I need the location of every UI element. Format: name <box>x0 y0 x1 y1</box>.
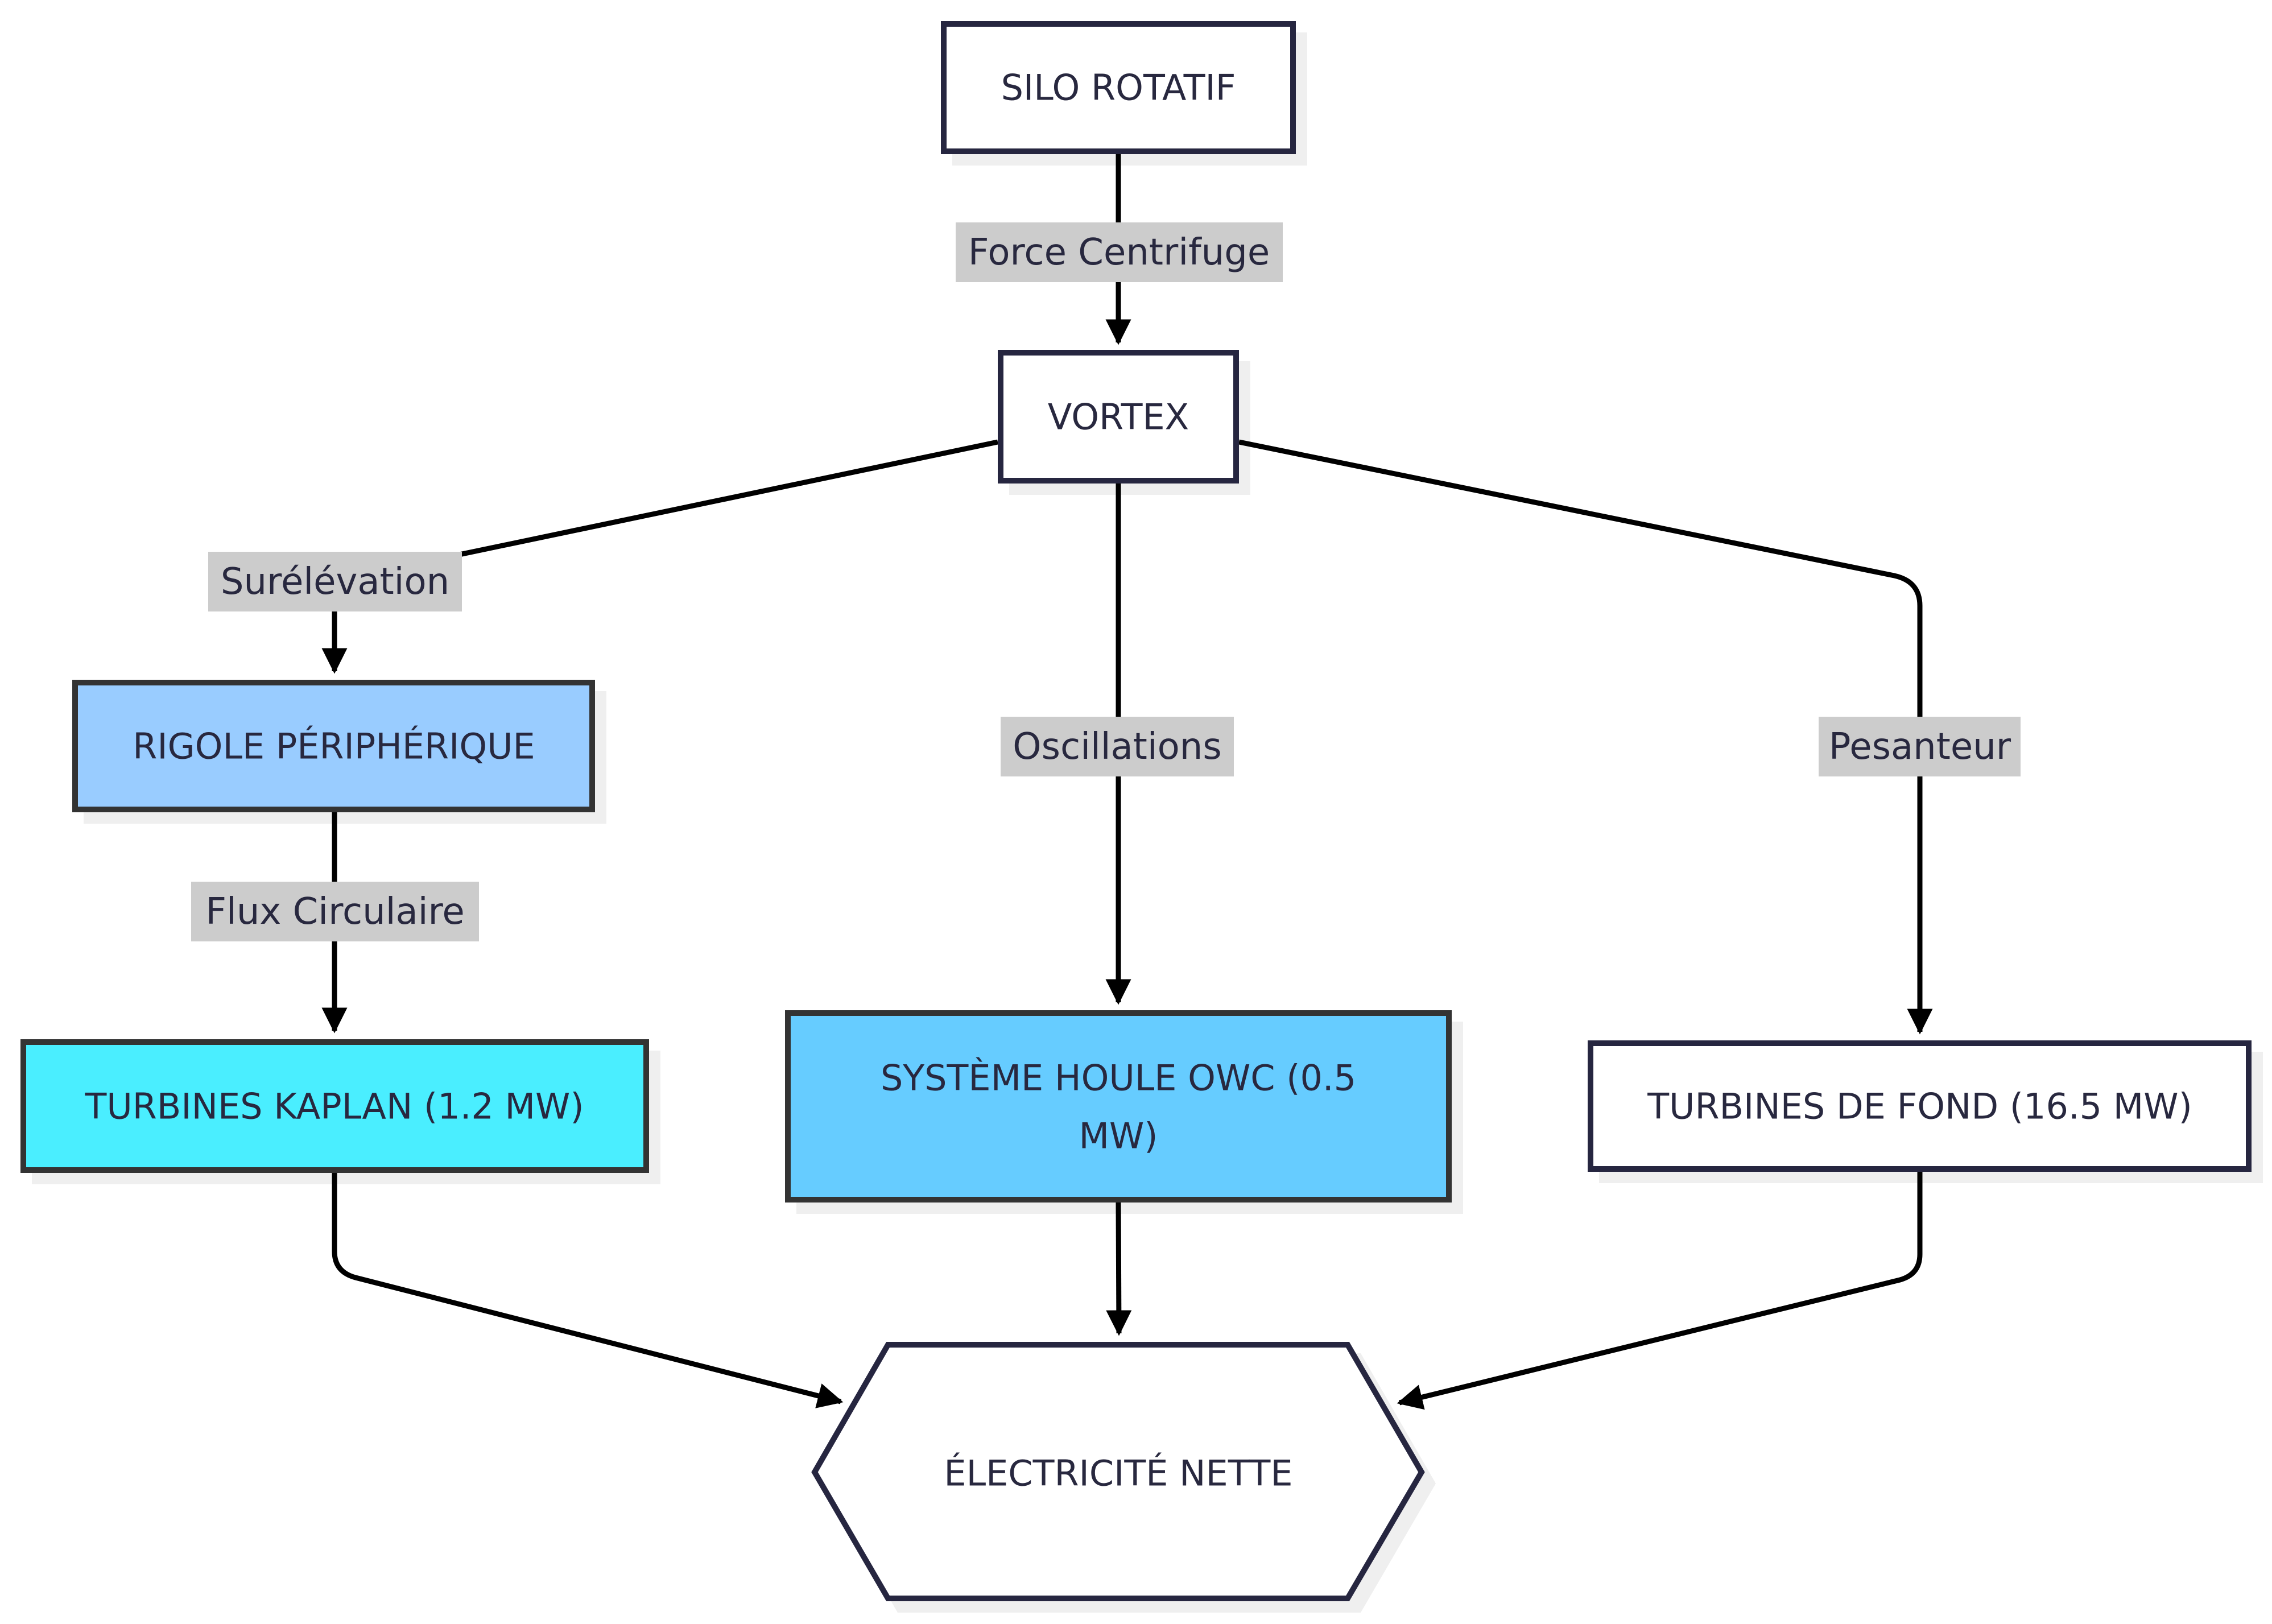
node-box <box>72 680 595 812</box>
node-box <box>785 1010 1452 1202</box>
edge-label-flux-circulaire: Flux Circulaire <box>191 882 479 941</box>
node-label: TURBINES DE FOND (16.5 MW) <box>1647 1086 2192 1127</box>
node-label: VORTEX <box>1048 396 1189 438</box>
edge-label-bg <box>208 552 462 611</box>
node-box <box>998 350 1239 484</box>
edge-labels: Force Centrifuge Surélévation Flux Circu… <box>191 222 2021 941</box>
edge-owc-elec[interactable] <box>1106 1202 1132 1336</box>
node-vortex[interactable]: VORTEX <box>998 350 1239 484</box>
node-electricite-nette[interactable]: ÉLECTRICITÉ NETTE <box>811 1342 1425 1601</box>
node-label-line-2: MW) <box>1079 1115 1158 1157</box>
node-label: RIGOLE PÉRIPHÉRIQUE <box>133 726 535 767</box>
edge-label-bg <box>956 222 1283 282</box>
node-label: TURBINES KAPLAN (1.2 MW) <box>84 1086 584 1127</box>
node-rigole-peripherique[interactable]: RIGOLE PÉRIPHÉRIQUE <box>72 680 595 812</box>
edge-label-bg <box>1001 717 1234 776</box>
edge-label-surelevation: Surélévation <box>208 552 462 611</box>
edge-label-oscillations: Oscillations <box>1001 717 1234 776</box>
edge-label-force-centrifuge: Force Centrifuge <box>956 222 1283 282</box>
node-turbines-kaplan[interactable]: TURBINES KAPLAN (1.2 MW) <box>20 1039 649 1173</box>
edge-kaplan-elec[interactable] <box>332 1173 844 1408</box>
edge-label-text: Pesanteur <box>1829 726 2011 768</box>
edge-label-text: Oscillations <box>1013 726 1221 768</box>
node-label-line-1: SYSTÈME HOULE OWC (0.5 <box>881 1057 1356 1099</box>
edge-vortex-fond[interactable] <box>1238 439 1933 1035</box>
node-turbines-de-fond[interactable]: TURBINES DE FOND (16.5 MW) <box>1588 1040 2252 1172</box>
node-hexagon <box>811 1342 1425 1601</box>
node-box <box>20 1039 649 1173</box>
edge-fond-elec[interactable] <box>1397 1172 1923 1410</box>
node-box <box>941 21 1296 154</box>
node-systeme-houle-owc[interactable]: SYSTÈME HOULE OWC (0.5 MW) <box>785 1010 1452 1202</box>
edge-label-bg <box>1819 717 2021 776</box>
edge-label-text: Force Centrifuge <box>968 232 1270 274</box>
edge-label-pesanteur: Pesanteur <box>1819 717 2021 776</box>
edge-label-bg <box>191 882 479 941</box>
node-label: SILO ROTATIF <box>1001 67 1236 109</box>
node-silo-rotatif[interactable]: SILO ROTATIF <box>941 21 1296 154</box>
edge-label-text: Flux Circulaire <box>205 891 465 933</box>
nodes: SILO ROTATIF VORTEX RIGOLE PÉRIPHÉRIQUE … <box>20 21 2252 1601</box>
node-box <box>1588 1040 2252 1172</box>
edge-label-text: Surélévation <box>221 561 449 603</box>
node-label: ÉLECTRICITÉ NETTE <box>944 1453 1292 1494</box>
